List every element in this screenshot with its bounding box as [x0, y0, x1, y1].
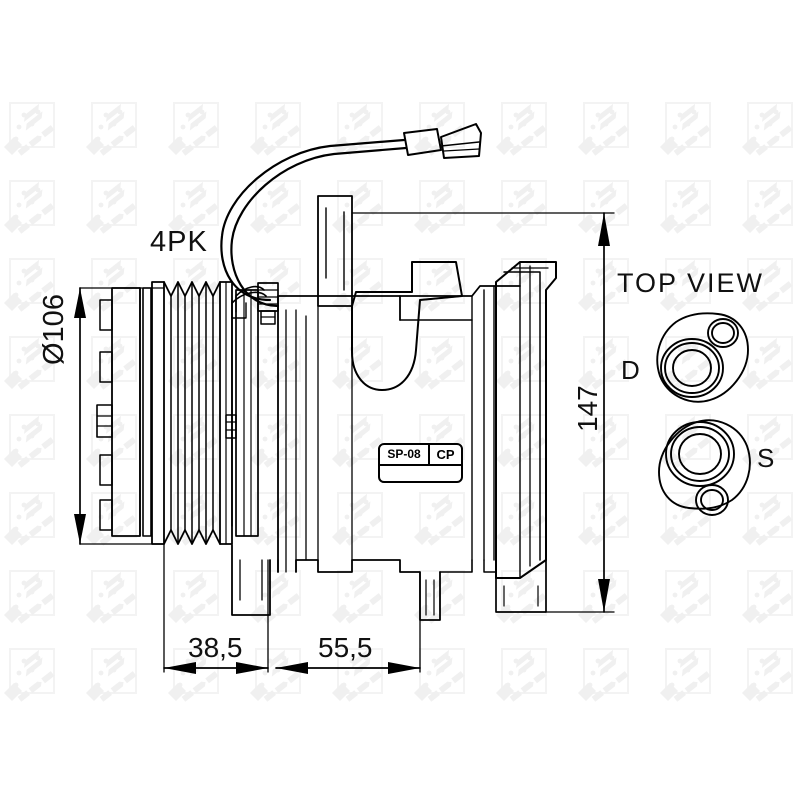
label-top-view: TOP VIEW — [617, 268, 765, 298]
compressor-front-housing — [277, 295, 401, 573]
port-flange-discharge — [656, 312, 749, 403]
dimension-label-height: 147 — [572, 385, 603, 432]
mounting-bracket-top — [317, 195, 353, 297]
rear-head — [495, 261, 557, 579]
label-port-suction: S — [757, 443, 775, 473]
nameplate-top-row: SP-08 CP — [380, 445, 461, 466]
clutch-front-plate — [96, 287, 152, 537]
nameplate-model: SP-08 — [380, 445, 430, 464]
extension-lines — [79, 212, 615, 673]
bearing-collar — [257, 282, 279, 325]
mounting-feet — [231, 544, 547, 621]
label-port-discharge: D — [621, 355, 640, 385]
cast-mounting-lug — [351, 261, 463, 391]
port-flange-suction — [658, 419, 751, 516]
dimension-diameter-106 — [74, 287, 86, 545]
nameplate-code: CP — [436, 447, 455, 462]
cylinder-barrel — [399, 285, 521, 561]
dimension-label-diameter: Ø106 — [38, 294, 70, 365]
dimension-width-55-5 — [275, 662, 421, 674]
dimension-label-clutch-width: 38,5 — [188, 632, 243, 663]
nameplate-tag: SP-08 CP — [378, 443, 463, 483]
dimension-width-38-5 — [163, 662, 269, 674]
clutch-coil-housing — [225, 289, 259, 537]
dimension-label-body-width: 55,5 — [318, 632, 373, 663]
pulley-4pk — [151, 281, 233, 545]
label-belt-profile: 4PK — [150, 226, 208, 258]
dimension-height-147 — [598, 212, 610, 613]
